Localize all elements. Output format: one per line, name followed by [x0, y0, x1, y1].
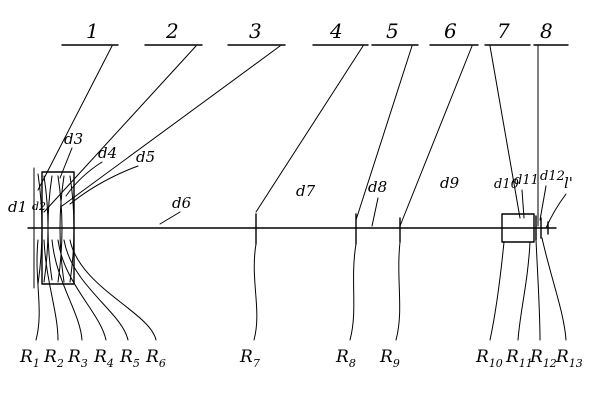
spacing-pointer-d4 — [65, 161, 103, 197]
spacing-pointer-d12 — [539, 185, 547, 221]
spacing-label-d6: d6 — [172, 194, 192, 212]
radius-labels: R1 R2 R3 R4 R5 R6 R7 R8 R9 R10 R11 R12 R… — [19, 347, 583, 370]
radius-leader-10 — [489, 241, 505, 341]
radius-leader-11 — [517, 241, 531, 341]
leader-2 — [43, 45, 197, 213]
spacing-label-l-prime: l' — [564, 174, 573, 192]
radius-label-13: R13 — [555, 347, 583, 370]
leader-6 — [399, 45, 473, 227]
leader-7 — [489, 45, 521, 219]
part-label-6: 6 — [444, 19, 457, 43]
radius-label-10: R10 — [475, 347, 503, 370]
spacing-labels: d1 d2 d3 d4 d5 d6 d7 d8 d9 d10 d11 d12 l… — [8, 130, 573, 229]
spacing-label-d10: d10 — [494, 177, 519, 192]
part-label-4: 4 — [329, 19, 343, 43]
spacing-pointer-d8 — [371, 197, 379, 227]
radius-leader-13 — [541, 237, 567, 341]
spacing-pointer-d6 — [159, 211, 181, 225]
radius-label-4: R4 — [93, 347, 114, 370]
radius-label-1: R1 — [19, 347, 40, 370]
radius-leader-2 — [43, 239, 59, 341]
part-label-7: 7 — [497, 19, 510, 43]
radius-label-2: R2 — [43, 347, 64, 370]
part-label-5: 5 — [386, 19, 399, 43]
leader-5 — [355, 45, 413, 221]
axis-element-marks — [255, 213, 549, 245]
lens-surface-5 — [59, 175, 65, 283]
radius-label-6: R6 — [145, 347, 166, 370]
lens-surface-6 — [69, 175, 75, 283]
part-number-labels: 1 2 3 4 5 6 7 8 — [86, 19, 553, 43]
radius-label-12: R12 — [529, 347, 557, 370]
spacing-label-d1: d1 — [8, 198, 27, 216]
spacing-label-d3: d3 — [64, 130, 83, 148]
lens-surface-4 — [57, 175, 63, 283]
leader-1 — [37, 45, 113, 191]
radius-leader-7 — [253, 243, 258, 341]
radius-leader-9 — [395, 241, 401, 341]
radius-leader-4 — [57, 239, 107, 341]
spacing-label-d12: d12 — [540, 169, 565, 184]
lens-surface-3 — [47, 175, 53, 281]
part-leaders — [37, 45, 539, 227]
spacing-label-d7: d7 — [296, 182, 316, 200]
radius-label-3: R3 — [67, 347, 88, 370]
radius-leader-1 — [35, 239, 40, 341]
spacing-pointer-d5 — [69, 165, 139, 205]
radius-label-8: R8 — [335, 347, 356, 370]
leader-3 — [61, 45, 281, 207]
spacing-label-d11: d11 — [514, 173, 539, 188]
radius-leader-12 — [535, 239, 541, 341]
leader-4 — [255, 45, 364, 213]
spacing-label-d9: d9 — [440, 174, 460, 192]
part-label-2: 2 — [165, 19, 179, 43]
radius-label-7: R7 — [239, 347, 260, 370]
spacing-label-d4: d4 — [98, 144, 117, 162]
radius-leader-5 — [63, 239, 129, 341]
rear-element-block — [501, 213, 535, 243]
radius-leader-8 — [349, 243, 357, 341]
radius-label-9: R9 — [379, 347, 400, 370]
lens-surface-1 — [37, 173, 43, 285]
radius-leader-3 — [51, 239, 83, 341]
lens-surface-2 — [43, 175, 49, 283]
radius-leaders — [35, 237, 567, 341]
radius-label-11: R11 — [505, 347, 533, 370]
spacing-pointer-d3 — [59, 147, 73, 179]
radius-leader-6 — [69, 239, 157, 341]
front-lens-group — [33, 167, 75, 289]
radius-label-5: R5 — [119, 347, 140, 370]
spacing-pointer-d11 — [521, 189, 525, 219]
spacing-label-d8: d8 — [368, 178, 387, 196]
part-label-1: 1 — [86, 19, 99, 43]
part-label-8: 8 — [540, 19, 553, 43]
spacing-pointer-l-prime — [545, 193, 567, 229]
part-label-3: 3 — [249, 19, 262, 43]
spacing-label-d5: d5 — [136, 148, 155, 166]
spacing-label-d2: d2 — [32, 200, 46, 213]
